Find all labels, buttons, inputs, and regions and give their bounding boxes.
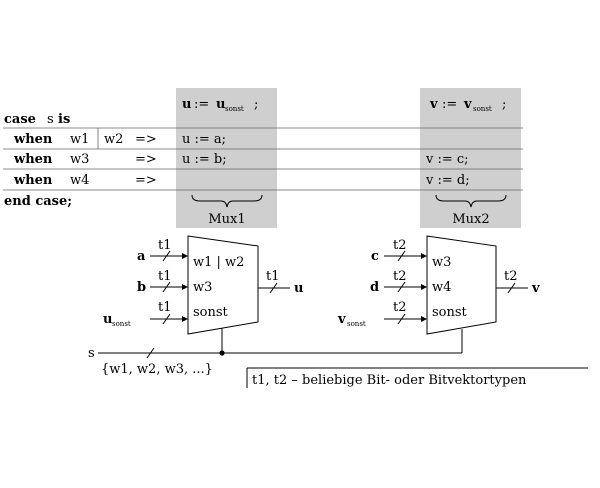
svg-text:t1: t1: [158, 238, 172, 253]
mux1-label: Mux1: [208, 212, 245, 227]
svg-text:sonst: sonst: [225, 105, 244, 113]
svg-text:when: when: [13, 173, 53, 188]
when-row-2: when w3 => u := b; v := c;: [13, 152, 469, 167]
mux2-input-v-sonst: v sonst t2: [337, 300, 427, 328]
mux1-input-u-sonst: u sonst t1: [103, 300, 188, 328]
mux2-brace: [435, 194, 507, 208]
svg-text:u: u: [294, 281, 303, 296]
svg-text:=>: =>: [135, 132, 157, 147]
svg-text:t1: t1: [158, 300, 172, 315]
svg-text:a: a: [137, 249, 146, 264]
svg-text:u := b;: u := b;: [182, 152, 227, 167]
svg-text:t1, t2 – beliebige Bit- oder B: t1, t2 – beliebige Bit- oder Bitvektorty…: [252, 373, 527, 388]
svg-text:when: when: [13, 152, 53, 167]
svg-text:v := c;: v := c;: [425, 152, 469, 167]
mux2-port-3: sonst: [432, 305, 468, 320]
type-note: t1, t2 – beliebige Bit- oder Bitvektorty…: [246, 367, 588, 388]
svg-text::=: :=: [442, 97, 457, 112]
when-row-3: when w4 => v := d;: [13, 173, 470, 188]
svg-text:b: b: [137, 280, 146, 295]
svg-text:v: v: [531, 281, 540, 296]
select-values: {w1, w2, w3, ...}: [101, 362, 213, 377]
svg-text:w1: w1: [70, 132, 89, 147]
mux1-port-2: w3: [193, 280, 212, 295]
svg-text:t2: t2: [504, 269, 518, 284]
col2-default-assignment: v := v sonst ;: [429, 97, 506, 113]
mux1-block: [187, 235, 259, 335]
svg-text:t2: t2: [393, 238, 407, 253]
select-signal: s {w1, w2, w3, ...}: [88, 328, 463, 377]
svg-text:case: case: [4, 112, 36, 127]
when-row-1: when w1 w2 => u := a;: [13, 132, 226, 147]
svg-text:v: v: [463, 97, 472, 112]
mux2-input-c: c t2: [371, 238, 427, 264]
svg-text:s: s: [88, 346, 95, 361]
mux2-port-1: w3: [432, 255, 451, 270]
svg-text::=: :=: [194, 97, 209, 112]
svg-text:t1: t1: [158, 269, 172, 284]
svg-text:v: v: [429, 97, 438, 112]
mux2-output-v: t2 v: [496, 269, 540, 296]
svg-text:u: u: [216, 97, 225, 112]
mux2-port-2: w4: [432, 280, 451, 295]
svg-text:when: when: [13, 132, 53, 147]
mux1-port-1: w1 | w2: [193, 255, 244, 270]
svg-text:;: ;: [502, 97, 506, 112]
svg-text:w3: w3: [70, 152, 89, 167]
end-case: end case;: [4, 194, 72, 209]
svg-text:t2: t2: [393, 300, 407, 315]
svg-text:s: s: [47, 112, 54, 127]
svg-text:c: c: [371, 249, 379, 264]
svg-text:v := d;: v := d;: [425, 173, 470, 188]
mux1-brace: [191, 194, 263, 208]
mux1-port-3: sonst: [193, 305, 229, 320]
mux2-input-d: d t2: [370, 269, 427, 295]
svg-text:is: is: [58, 112, 70, 127]
mux1-input-a: a t1: [137, 238, 188, 264]
case-header: case s is: [4, 112, 70, 127]
svg-text:=>: =>: [135, 173, 157, 188]
svg-text:sonst: sonst: [473, 105, 492, 113]
code-table-lines: [3, 127, 523, 191]
svg-text:v: v: [337, 312, 346, 327]
mux1-input-b: b t1: [137, 269, 188, 295]
svg-text:t1: t1: [266, 269, 280, 284]
svg-text:;: ;: [254, 97, 258, 112]
mux1-output-u: t1 u: [258, 269, 303, 296]
svg-text:sonst: sonst: [347, 320, 366, 328]
svg-text:sonst: sonst: [112, 320, 131, 328]
col1-default-assignment: u := u sonst ;: [182, 97, 258, 113]
svg-text:d: d: [370, 280, 379, 295]
svg-text:=>: =>: [135, 152, 157, 167]
svg-text:u: u: [103, 312, 112, 327]
svg-text:u: u: [182, 97, 191, 112]
mux2-label: Mux2: [452, 212, 489, 227]
svg-text:w2: w2: [104, 132, 123, 147]
svg-text:u := a;: u := a;: [182, 132, 226, 147]
svg-text:w4: w4: [70, 173, 89, 188]
mux2-block: [426, 235, 497, 335]
svg-text:t2: t2: [393, 269, 407, 284]
